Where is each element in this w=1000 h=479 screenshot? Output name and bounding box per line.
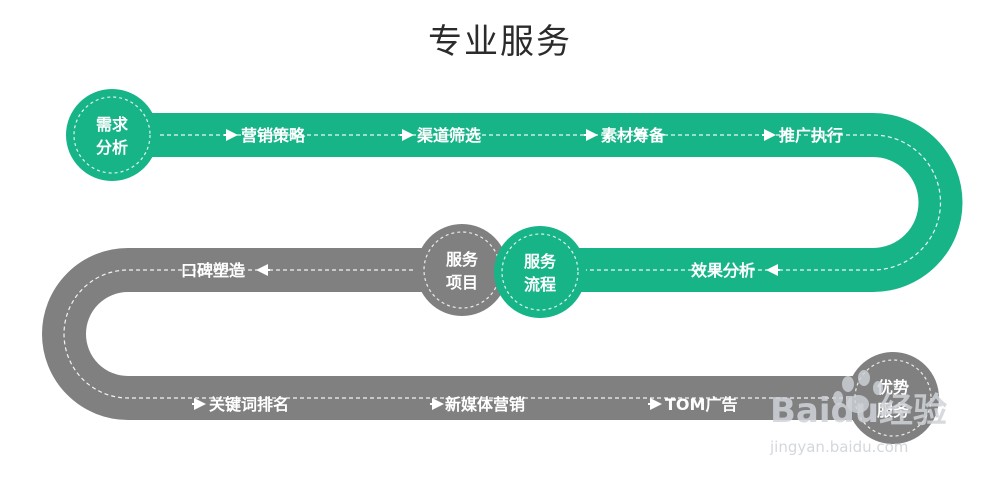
node-service-project: 服务 项目 — [416, 224, 508, 316]
green-dash-line — [160, 134, 942, 271]
node-service-process: 服务 流程 — [494, 226, 586, 318]
paw-icon — [833, 370, 883, 413]
step-effect-analysis: 效果分析 — [691, 261, 755, 280]
watermark-brand: Baidu经验 — [770, 391, 947, 431]
svg-text:需求: 需求 — [96, 115, 129, 134]
baidu-watermark: Baidu经验 jingyan.baidu.com — [769, 370, 947, 456]
node-advantage-service: 优势 服务 — [847, 352, 939, 444]
node-demand-analysis: 需求 分析 — [66, 89, 158, 181]
step-tom-ads: TOM广告 — [665, 395, 737, 414]
svg-text:流程: 流程 — [524, 275, 556, 294]
step-marketing-strategy: 营销策略 — [241, 126, 306, 145]
svg-text:分析: 分析 — [96, 138, 128, 157]
svg-text:服务: 服务 — [524, 252, 557, 271]
step-new-media: 新媒体营销 — [445, 395, 525, 414]
svg-text:服务: 服务 — [877, 401, 910, 420]
page-title: 专业服务 — [428, 22, 572, 62]
svg-text:项目: 项目 — [446, 273, 478, 292]
svg-text:服务: 服务 — [446, 250, 479, 269]
step-reputation: 口碑塑造 — [181, 261, 246, 280]
watermark-url: jingyan.baidu.com — [769, 438, 908, 456]
gray-dash-line — [63, 269, 850, 399]
step-channel-screening: 渠道筛选 — [417, 126, 481, 145]
step-promotion: 推广执行 — [779, 126, 843, 145]
svg-text:优势: 优势 — [877, 378, 909, 397]
step-material-prep: 素材筹备 — [601, 126, 666, 145]
step-keyword-ranking: 关键词排名 — [209, 395, 289, 414]
